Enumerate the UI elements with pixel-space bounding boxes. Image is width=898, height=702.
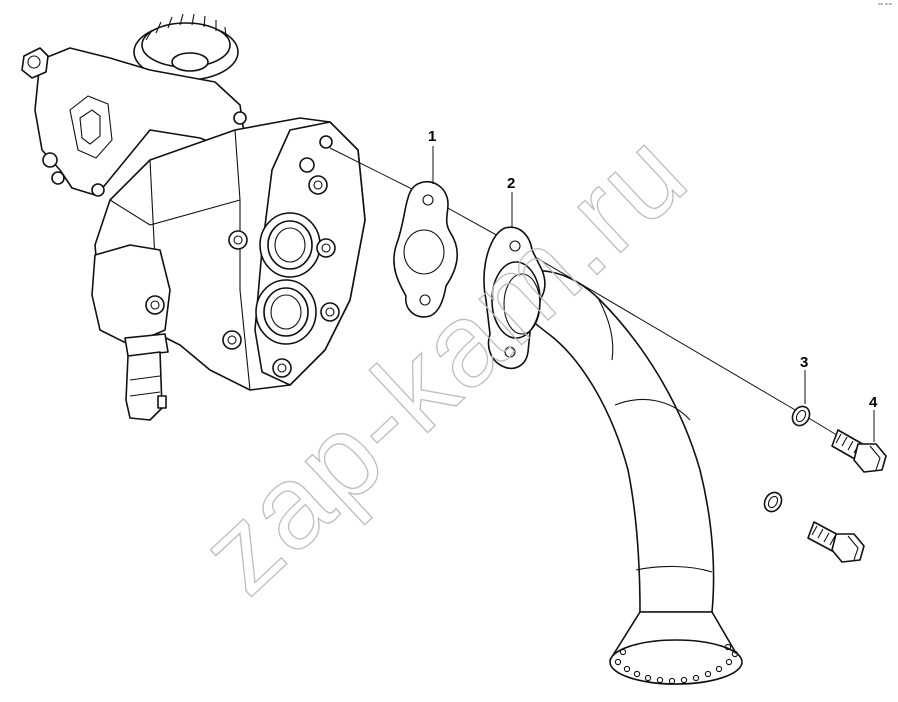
callout-2: 2 (507, 175, 515, 192)
washer (791, 405, 811, 427)
pump-flange-bolts (222, 111, 340, 378)
callout-3: 3 (800, 354, 808, 371)
suction-pipe (483, 226, 743, 685)
callout-1: 1 (428, 128, 436, 145)
gasket (393, 181, 458, 318)
bolt-second (807, 521, 865, 563)
bolt (831, 429, 887, 473)
corner-mark: ᵃᵃ ⁿⁿⁿ (878, 2, 892, 9)
callout-4: 4 (869, 394, 878, 411)
strainer-holes (614, 643, 739, 685)
oil-pump-assembly (21, 13, 366, 421)
washer-second (763, 491, 783, 513)
callout-leaders (432, 146, 875, 442)
pump-drive-gear (133, 13, 239, 81)
